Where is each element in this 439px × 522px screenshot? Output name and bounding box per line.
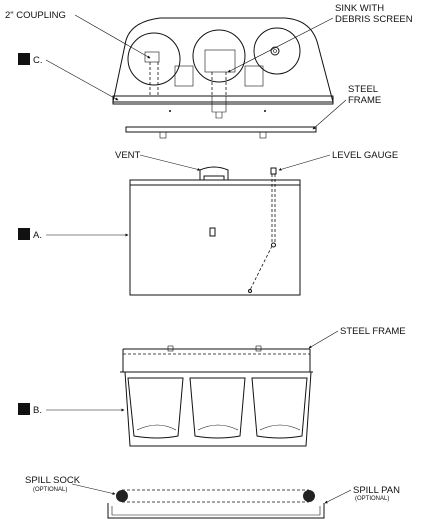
part-b-label: B. (33, 405, 42, 416)
part-c-marker (18, 53, 30, 65)
part-b-steel-frame (122, 345, 311, 372)
part-c-steel-frame (125, 126, 317, 139)
sink-label-line1: SINK WITH (335, 3, 384, 14)
spill-sock-label: SPILL SOCK (25, 475, 81, 486)
part-b-bins (120, 371, 313, 447)
spill-sock (116, 489, 315, 503)
part-c-label: C. (33, 55, 43, 66)
coupling-label: 2" COUPLING (5, 10, 66, 21)
spill-pan-note: (OPTIONAL) (355, 496, 389, 502)
part-a-tank (129, 166, 301, 296)
steel-frame-mid-label: STEEL FRAME (340, 326, 406, 337)
part-c-lid (112, 17, 334, 119)
vent-label: VENT (115, 150, 141, 161)
part-a-marker (18, 228, 30, 240)
steel-frame-top-label-line1: STEEL (348, 84, 378, 95)
spill-pan-label: SPILL PAN (353, 485, 400, 496)
sink-label-line2: DEBRIS SCREEN (335, 14, 413, 25)
spill-pan (107, 503, 325, 519)
part-b-marker (18, 403, 30, 415)
spill-sock-note: (OPTIONAL) (33, 487, 67, 493)
part-a-label: A. (33, 230, 42, 241)
steel-frame-top-label-line2: FRAME (348, 95, 381, 106)
level-gauge-label: LEVEL GAUGE (332, 150, 398, 161)
